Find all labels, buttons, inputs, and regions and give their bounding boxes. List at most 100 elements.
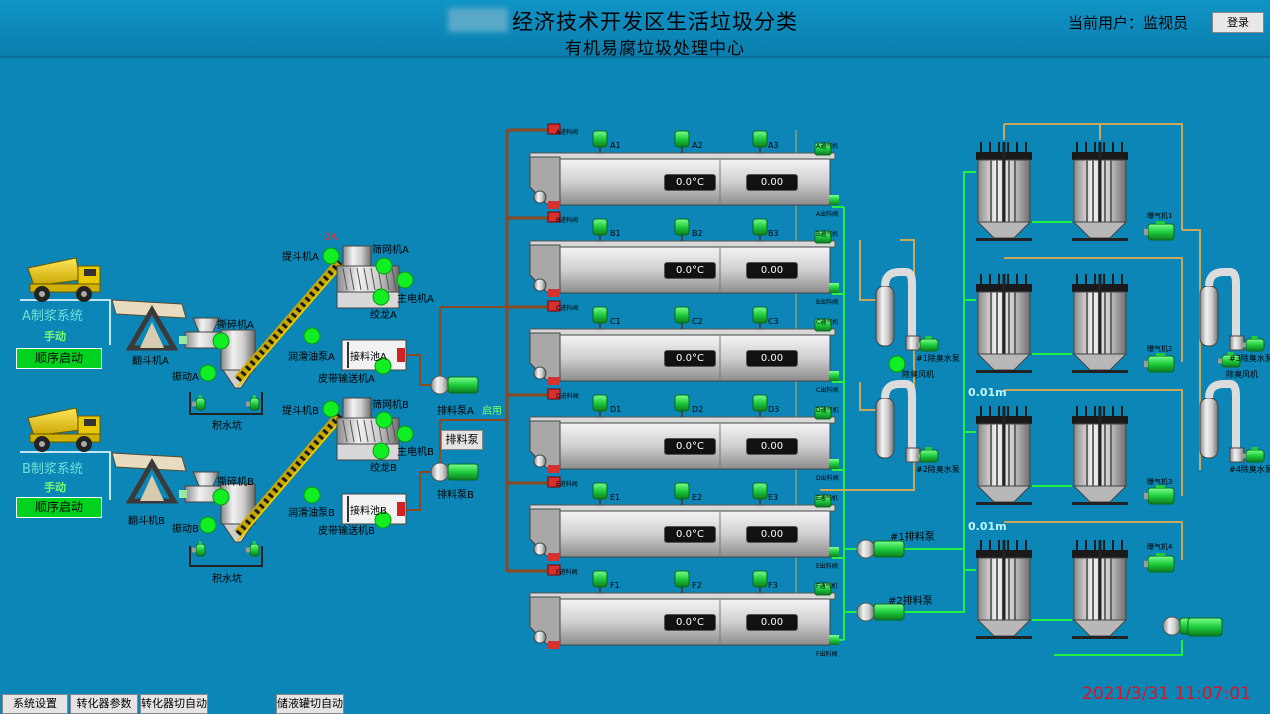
pipe (859, 382, 876, 411)
agitator-label: D1 (610, 405, 622, 414)
vibrate-b-label: 振动B (172, 524, 199, 535)
system-a-name: A制浆系统 (22, 309, 83, 324)
deodor-pump-3-label: #3除臭水泵 (1229, 354, 1270, 363)
agitator-label: A1 (610, 141, 621, 150)
level-1-readout: 0.01m (968, 386, 1007, 399)
feed-pump-icon (533, 190, 547, 204)
discharge-pump-enabled: 启用 (482, 406, 502, 417)
converter-auto-button[interactable]: 转化器切自动 (140, 694, 208, 714)
system-a-start-button[interactable]: 顺序启动 (16, 348, 102, 369)
aeration-fan-icon (814, 406, 832, 420)
outlet-motor-icon (829, 547, 839, 557)
inlet-valve-icon (547, 388, 561, 400)
lube-pump-b-lamp (303, 486, 321, 504)
agitator-motor-icon (674, 394, 690, 412)
outlet-valve-label: F出料阀 (816, 651, 838, 658)
fermentation-tank-e (529, 476, 839, 561)
tank-value-readout: 0.00 (746, 614, 798, 631)
pipe-network (20, 123, 1201, 656)
datetime-readout: 2021/3/31 11:07:01 (1082, 684, 1251, 704)
inlet-valve-label: F进料阀 (556, 569, 578, 576)
aeration-fan-icon (814, 318, 832, 332)
agitator-motor-icon (674, 130, 690, 148)
blower-4-icon (1144, 553, 1175, 573)
aeration-fan-label: D通气机 (816, 407, 839, 414)
discharge-pump-2-icon (856, 602, 905, 622)
pipe (406, 354, 432, 386)
inlet-valve-label: A进料阀 (556, 129, 579, 136)
header-bar: 经济技术开发区生活垃圾分类 有机易腐垃圾处理中心 当前用户：监视员 登录 (0, 0, 1270, 59)
main-motor-b-label: 主电机B (397, 447, 434, 458)
inlet-valve-label: D进料阀 (556, 393, 579, 400)
converter-params-button[interactable]: 转化器参数 (70, 694, 138, 714)
feed-pump-icon (533, 542, 547, 556)
inlet-valve-label: E进料阀 (556, 481, 578, 488)
deodor-pump-3-icon (1242, 336, 1265, 352)
belt-a-lamp (374, 357, 392, 375)
outlet-valve-label: E出料阀 (816, 563, 838, 570)
temperature-readout: 0.0°C (664, 614, 716, 631)
aeration-fan-icon (814, 142, 832, 156)
main-motor-a-label: 主电机A (397, 294, 434, 305)
agitator-label: D2 (692, 405, 704, 414)
current-user-label: 当前用户：监视员 (1068, 14, 1189, 32)
aeration-fan-label: B通气机 (816, 231, 839, 238)
agitator-motor-icon (752, 130, 768, 148)
vibrate-b-lamp (199, 516, 217, 534)
storage-auto-button[interactable]: 储液罐切自动 (276, 694, 344, 714)
water-pit-b-label: 积水坑 (212, 574, 242, 585)
pump-motor-icon (246, 395, 260, 411)
agitator-motor-icon (674, 218, 690, 236)
hoist-a-label: 提斗机A (282, 252, 319, 263)
agitator-label: E1 (610, 493, 621, 502)
lube-pump-b-label: 润滑油泵B (288, 508, 335, 519)
blower-3-icon (1144, 485, 1175, 505)
temperature-readout: 0.0°C (664, 526, 716, 543)
system-settings-button[interactable]: 系统设置 (2, 694, 68, 714)
crusher-a-lamp (212, 332, 230, 350)
agitator-motor-icon (752, 570, 768, 588)
blower-4-label: 曝气机4 (1147, 543, 1173, 551)
crusher-b-lamp (212, 488, 230, 506)
belt-a-label: 皮带输送机A (318, 374, 375, 385)
hoist-a-icon (234, 258, 344, 387)
blower-2-label: 曝气机2 (1147, 345, 1173, 353)
discharge-pump-button[interactable]: 排料泵 (441, 430, 483, 450)
dumper-b-label: 翻斗机B (128, 516, 165, 527)
screen-b-label: 筛网机B (372, 400, 409, 411)
outlet-valve-icon (548, 377, 560, 385)
agitator-motor-icon (752, 482, 768, 500)
scrubber-3-icon (1199, 268, 1245, 351)
auger-b-label: 绞龙B (370, 463, 397, 474)
agitator-motor-icon (674, 482, 690, 500)
level-2-readout: 0.01m (968, 520, 1007, 533)
storage-silo-icon (976, 406, 1032, 505)
discharge-pump-b-icon (430, 462, 479, 482)
auger-b-lamp (372, 442, 390, 460)
vibrate-a-label: 振动A (172, 372, 199, 383)
storage-silo-icon (1072, 274, 1128, 373)
aeration-fan-label: E通气机 (816, 495, 838, 502)
system-b-start-button[interactable]: 顺序启动 (16, 497, 102, 518)
pipe (859, 240, 876, 301)
belt-b-lamp (374, 511, 392, 529)
feed-pump-icon (533, 366, 547, 380)
aeration-fan-icon (814, 494, 832, 508)
agitator-motor-icon (592, 218, 608, 236)
fermentation-tank-f (529, 564, 839, 649)
agitator-motor-icon (752, 394, 768, 412)
login-button[interactable]: 登录 (1212, 12, 1264, 33)
storage-silo-icon (976, 274, 1032, 373)
deodor-fan-2-label: 除臭风机 (1226, 370, 1258, 379)
agitator-label: C1 (610, 317, 621, 326)
hoist-b-lamp (322, 400, 340, 418)
agitator-motor-icon (752, 218, 768, 236)
deodor-pump-4-icon (1242, 447, 1265, 463)
hoist-b-label: 提斗机B (282, 406, 319, 417)
temperature-readout: 0.0°C (664, 350, 716, 367)
outlet-valve-icon (548, 201, 560, 209)
transfer-motor-icon (1187, 617, 1223, 637)
auger-a-label: 绞龙A (370, 310, 397, 321)
pipe-line (20, 451, 111, 500)
hoist-b-icon (234, 411, 344, 541)
